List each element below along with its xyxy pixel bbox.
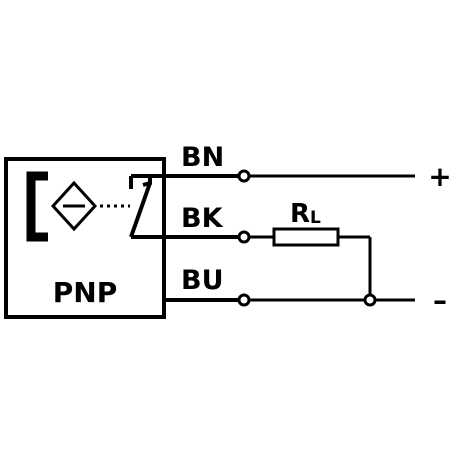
output-switch-icon [129,176,152,238]
wire-bu [164,293,415,307]
sensing-face-bracket [26,171,48,242]
terminal-bk [237,230,251,244]
terminal-plus-label: + [428,160,450,193]
terminal-bn [237,169,251,183]
wire-label-bn: BN [181,142,224,173]
wire-bn [131,169,415,183]
terminal-bu [237,293,251,307]
load-resistor [272,227,340,247]
wire-bk [131,227,372,295]
load-label-sub: L [310,208,321,228]
sensor-symbol-icon [50,180,98,232]
junction-node [363,293,377,307]
load-label-main: R [290,199,310,229]
wire-label-bu: BU [181,265,224,296]
terminal-minus-label: – [433,284,447,317]
wire-label-bk: BK [181,203,224,234]
sensor-type-label: PNP [53,276,117,309]
load-label: RL [290,199,321,229]
